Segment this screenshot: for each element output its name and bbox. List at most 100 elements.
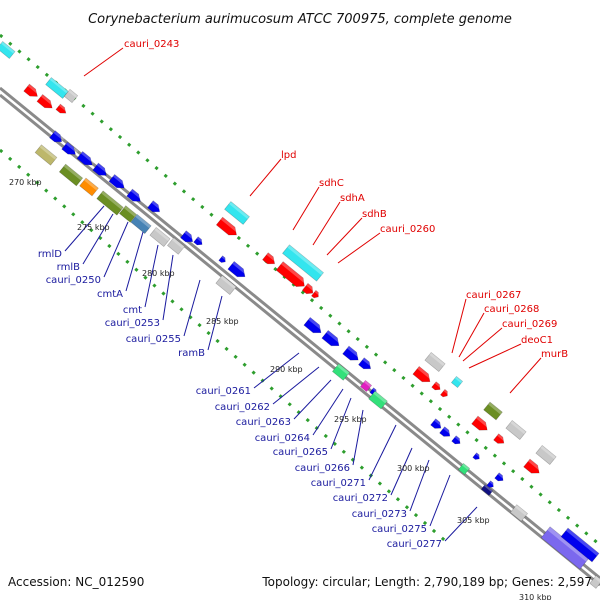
feature-forward	[535, 445, 557, 465]
feature-forward	[450, 375, 464, 389]
feature-reverse	[480, 484, 494, 496]
leader-line	[183, 279, 201, 337]
map-title: Corynebacterium aurimucosum ATCC 700975,…	[88, 12, 512, 27]
feature-forward	[63, 88, 79, 104]
feature-forward	[23, 83, 41, 97]
feature-reverse	[126, 188, 144, 202]
leader-line	[249, 158, 282, 197]
feature-reverse	[321, 330, 343, 347]
tick-label: 295 kbp	[334, 415, 367, 424]
gene-label-reverse: ramB	[178, 348, 205, 359]
feature-forward	[36, 94, 56, 109]
feature-reverse	[34, 144, 58, 166]
feature-reverse	[451, 435, 463, 445]
feature-forward	[224, 201, 250, 225]
feature-reverse	[147, 200, 163, 213]
gene-label-reverse: cauri_0261	[196, 386, 251, 397]
leader-line	[312, 201, 341, 246]
feature-reverse	[368, 390, 388, 410]
tick-label: 280 kbp	[142, 269, 175, 278]
feature-reverse	[342, 345, 362, 361]
gene-label-reverse: cauri_0273	[352, 509, 407, 520]
leader-line	[144, 244, 159, 308]
feature-forward	[440, 388, 450, 398]
leader-line	[312, 388, 344, 436]
feature-forward	[523, 458, 543, 474]
leader-line	[293, 379, 332, 420]
feature-forward	[311, 289, 321, 299]
gene-label-reverse: cauri_0253	[105, 318, 160, 329]
feature-forward	[0, 41, 16, 59]
leader-line	[272, 366, 320, 405]
gene-label-forward: deoC1	[521, 335, 553, 346]
feature-forward	[493, 433, 507, 444]
leader-line	[125, 231, 144, 292]
leader-line	[83, 47, 124, 77]
leader-line	[292, 186, 320, 231]
feature-reverse	[49, 130, 65, 143]
gene-label-reverse: cauri_0277	[387, 539, 442, 550]
feature-forward	[431, 381, 443, 391]
feature-reverse	[331, 363, 351, 381]
feature-forward	[471, 415, 491, 431]
tick-label: 285 kbp	[206, 317, 239, 326]
leader-line	[326, 217, 363, 256]
leader-line	[451, 298, 467, 354]
feature-reverse	[303, 317, 325, 334]
gene-label-reverse: cauri_0266	[295, 463, 350, 474]
backbone-inner	[0, 93, 600, 587]
feature-reverse	[92, 162, 110, 176]
leader-line	[103, 221, 129, 278]
feature-reverse	[166, 237, 186, 255]
feature-reverse	[76, 151, 96, 166]
leader-line	[409, 459, 430, 512]
gene-label-reverse: cauri_0271	[311, 478, 366, 489]
leader-line	[337, 232, 381, 264]
gene-label-reverse: cauri_0275	[372, 524, 427, 535]
feature-reverse	[560, 527, 600, 563]
leader-line	[429, 474, 451, 527]
feature-reverse	[439, 426, 453, 437]
gene-label-forward: cauri_0260	[380, 224, 435, 235]
feature-reverse	[149, 227, 171, 247]
gene-label-forward: sdhB	[362, 209, 387, 220]
tick-label: 290 kbp	[270, 365, 303, 374]
gene-label-reverse: cauri_0265	[273, 447, 328, 458]
feature-reverse	[457, 462, 471, 476]
feature-reverse	[472, 452, 482, 460]
feature-forward	[424, 352, 446, 372]
tick-label: 305 kbp	[457, 516, 490, 525]
gene-label-reverse: cauri_0255	[126, 334, 181, 345]
accession-text: Accession: NC_012590	[8, 575, 144, 589]
gene-label-forward: murB	[541, 349, 568, 360]
feature-reverse	[180, 230, 196, 243]
leader-line	[330, 397, 352, 450]
feature-reverse	[589, 575, 600, 589]
feature-reverse	[494, 472, 506, 482]
feature-forward	[215, 216, 240, 236]
feature-forward	[45, 77, 69, 99]
tick-label: 275 kbp	[77, 223, 110, 232]
leader-line	[352, 409, 364, 466]
feature-forward	[412, 366, 434, 383]
leader-line	[162, 254, 174, 321]
feature-reverse	[218, 255, 228, 263]
feature-reverse	[430, 418, 444, 429]
tick-label: 300 kbp	[397, 464, 430, 473]
gene-label-reverse: cmt	[123, 305, 142, 316]
feature-reverse	[79, 177, 99, 197]
feature-reverse	[61, 141, 79, 155]
feature-forward	[275, 261, 308, 287]
gene-label-reverse: rmlB	[57, 262, 80, 273]
feature-forward	[55, 103, 69, 114]
feature-reverse	[359, 379, 373, 393]
feature-forward	[483, 401, 503, 421]
gene-label-reverse: cauri_0264	[255, 433, 310, 444]
gene-label-reverse: rmlD	[38, 249, 62, 260]
leader-line	[462, 327, 503, 362]
feature-forward	[262, 252, 278, 265]
leader-line	[390, 447, 413, 496]
feature-reverse	[193, 236, 205, 246]
leader-line	[509, 357, 542, 394]
gene-label-forward: cauri_0243	[124, 39, 179, 50]
